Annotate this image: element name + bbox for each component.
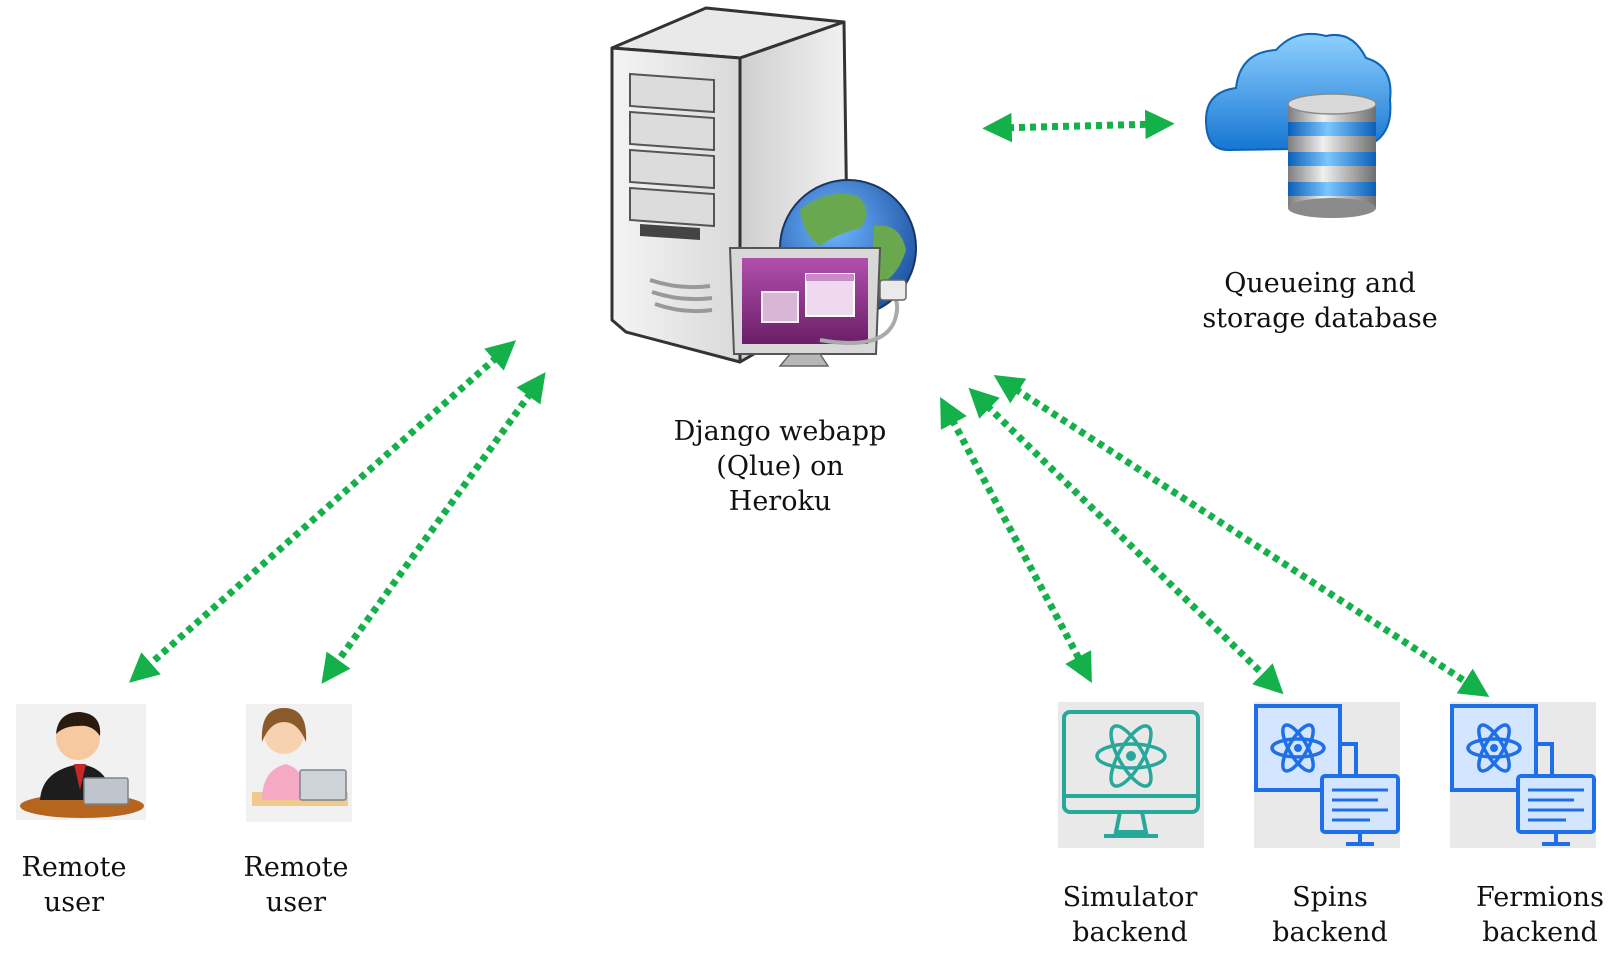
web-app-icon — [728, 247, 907, 367]
arrow-server-database — [982, 109, 1175, 143]
database-label-line1: Queueing and — [1224, 268, 1416, 299]
monitor-atom-icon — [1058, 702, 1204, 848]
server-label: Django webapp (Qlue) on Heroku — [660, 414, 900, 519]
server-label-line2: (Qlue) on — [716, 451, 844, 482]
arrow-server-fermions — [993, 374, 1490, 698]
spins-label: Spins backend — [1250, 880, 1410, 950]
server-label-line1: Django webapp — [673, 416, 887, 447]
simulator-label-line1: Simulator — [1062, 882, 1198, 913]
backend-atom-icon — [1450, 702, 1596, 848]
server-label-line3: Heroku — [728, 486, 832, 517]
database-label-line2: storage database — [1202, 303, 1438, 334]
fermions-label-line1: Fermions — [1476, 882, 1604, 913]
arrow-server-user2 — [321, 372, 546, 684]
user-icon — [246, 704, 352, 822]
user1-label: Remote user — [4, 850, 144, 920]
simulator-label: Simulator backend — [1050, 880, 1210, 950]
spins-label-line2: backend — [1272, 917, 1388, 948]
fermions-label: Fermions backend — [1460, 880, 1620, 950]
fermions-label-line2: backend — [1482, 917, 1598, 948]
user1-label-line2: user — [43, 887, 105, 918]
backend-atom-icon — [1254, 702, 1400, 848]
database-label: Queueing and storage database — [1190, 266, 1450, 336]
user2-label-line1: Remote — [243, 852, 349, 883]
simulator-label-line2: backend — [1072, 917, 1188, 948]
user2-label-line2: user — [265, 887, 327, 918]
user2-label: Remote user — [226, 850, 366, 920]
database-cylinder — [1287, 93, 1377, 218]
user1-label-line1: Remote — [21, 852, 127, 883]
user-icon — [16, 704, 146, 820]
spins-label-line1: Spins — [1292, 882, 1368, 913]
